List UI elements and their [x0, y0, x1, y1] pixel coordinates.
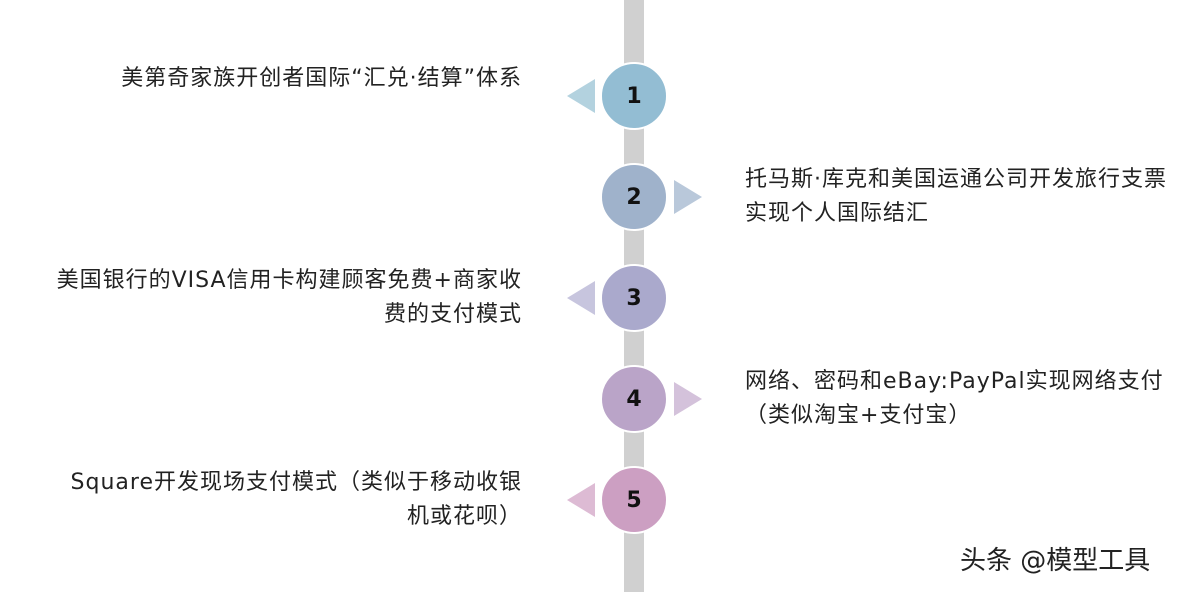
arrow-left-icon	[567, 79, 595, 113]
step-text-1: 美第奇家族开创者国际“汇兑·结算”体系	[121, 66, 522, 91]
step-circle-1: 1	[600, 62, 668, 130]
step-circle-2: 2	[600, 163, 668, 231]
step-text-5: Square开发现场支付模式（类似于移动收银机或花呗）	[70, 470, 522, 529]
step-text-4: 网络、密码和eBay:PayPal实现网络支付（类似淘宝+支付宝）	[745, 369, 1164, 428]
step-circle-5: 5	[600, 466, 668, 534]
arrow-right-icon	[674, 382, 702, 416]
step-text-3: 美国银行的VISA信用卡构建顾客免费+商家收费的支付模式	[56, 268, 522, 327]
step-text-2: 托马斯·库克和美国运通公司开发旅行支票实现个人国际结汇	[745, 167, 1167, 226]
watermark: 头条 @模型工具	[960, 546, 1151, 576]
arrow-left-icon	[567, 483, 595, 517]
arrow-right-icon	[674, 180, 702, 214]
step-circle-4: 4	[600, 365, 668, 433]
arrow-left-icon	[567, 281, 595, 315]
step-circle-3: 3	[600, 264, 668, 332]
